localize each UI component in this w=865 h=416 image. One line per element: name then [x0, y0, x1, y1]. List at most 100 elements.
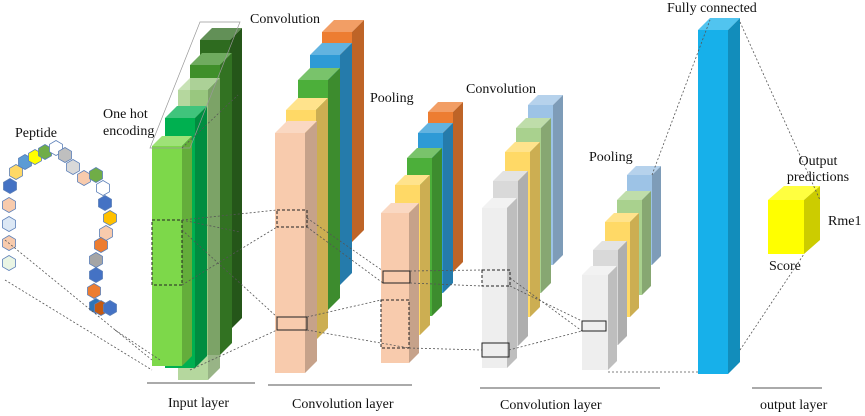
pool2-window [581, 320, 607, 332]
conv2-map-lightgray-top [482, 198, 517, 208]
peptide-residue-13 [89, 167, 103, 183]
pool1-map-green-top [407, 148, 442, 158]
pool1-map-yellow-top [395, 175, 430, 185]
conv1-map-green-top [298, 68, 340, 80]
pool1-map-orange-top [428, 102, 463, 112]
conv2-map-green-side [541, 118, 551, 293]
rme1-label: Rme1 [828, 214, 862, 229]
pool2-map-blue-top [627, 166, 661, 175]
conv2-map-blue-side [553, 95, 563, 265]
onehot-slab-2-side [220, 53, 232, 355]
pool1-map-green-side [432, 148, 442, 316]
connector-peptide-input-b [4, 279, 153, 371]
pool1-map-salmon [381, 203, 419, 363]
input-layer-block [152, 136, 192, 366]
peptide-residue-11 [66, 159, 80, 175]
peptide-residue-10 [58, 147, 72, 163]
onehot-slab-3-side [208, 78, 220, 380]
conv1-map-salmon-top [275, 121, 317, 133]
pool1-window-bottom [380, 299, 410, 349]
pool2-map-yellow-top [605, 213, 639, 222]
fully-connected-block [698, 18, 740, 374]
pool1-map-yellow-side [420, 175, 430, 335]
connector-pool1-conv2-a [409, 269, 483, 272]
peptide-residue-2 [2, 216, 16, 232]
conv2-map-gray-top [493, 171, 528, 181]
pooling-label-2: Pooling [589, 150, 633, 165]
conv1-map-green-side [328, 68, 340, 310]
output-layer-label: output layer [760, 398, 828, 413]
connector-onehot-a [181, 94, 239, 149]
input-layer-block-top [152, 136, 192, 146]
pool1-window-top [382, 270, 411, 284]
onehot-slab-3-top [178, 78, 220, 90]
pooling-label-1: Pooling [370, 91, 414, 106]
peptide-residue-12 [77, 170, 91, 186]
connector-peptide-input-c [114, 329, 161, 361]
connector-fc-output-a [739, 21, 821, 201]
one-hot-label-line1: One hot [103, 107, 148, 122]
conv1-map-blue-side [340, 43, 352, 285]
conv2-map-lightgray [482, 198, 517, 368]
output-predictions-label-line2: predictions [786, 170, 850, 185]
conv1-map-yellow-top [286, 98, 328, 110]
pool1-map-salmon-top [381, 203, 419, 213]
connector-conv2-pool2-b [509, 277, 583, 332]
input-layer-label: Input layer [168, 396, 230, 411]
fully-connected-block-side [728, 18, 740, 374]
conv2-map-lightgray-side [507, 198, 517, 368]
connector-input-conv1-c [181, 229, 278, 318]
peptide-residue-3 [2, 197, 16, 213]
onehot-outline [149, 21, 241, 149]
connector-conv2-pool2-a [509, 285, 583, 322]
conv1-map-orange-top [322, 20, 364, 32]
pool2-map-green-top [617, 191, 651, 200]
peptide-residue-19 [89, 252, 103, 268]
pool2-map-yellow-side [630, 213, 639, 317]
peptide-residue-15 [98, 195, 112, 211]
onehot-slab-2-top [190, 53, 232, 65]
connector-pool1-conv2-b [409, 282, 483, 287]
peptide-residue-4 [3, 178, 17, 194]
conv2-map-green-top [516, 118, 551, 128]
conv1-map-salmon [275, 121, 317, 373]
pool2-map-green-side [642, 191, 651, 295]
output-prediction-cube-front [768, 200, 804, 254]
conv1-window-top [276, 209, 308, 228]
conv2-map-yellow-side [530, 142, 540, 317]
onehot-slab-4-top [165, 106, 207, 118]
convolution-label-2: Convolution [466, 82, 537, 97]
peptide-residue-0 [2, 255, 16, 271]
output-prediction-cube-top [768, 186, 820, 200]
onehot-slab-4-side [195, 106, 207, 368]
connector-fc-output-b [739, 253, 805, 351]
onehot-slab-1-top [200, 28, 242, 40]
fully-connected-block-front [698, 30, 728, 374]
conv1-map-yellow-side [316, 98, 328, 340]
pool2-map-gray-top [593, 241, 627, 250]
peptide-residue-24 [103, 300, 117, 316]
convolution-layer-label-2: Convolution layer [500, 398, 602, 413]
score-label: Score [769, 259, 801, 274]
pool2-map-lightgray-side [608, 266, 617, 370]
conv2-map-blue-top [528, 95, 563, 105]
connector-conv1-pool1-a [306, 217, 384, 272]
connector-pool2-fc-a [651, 19, 711, 176]
input-layer-block-side [182, 136, 192, 366]
output-prediction-cube-side [804, 186, 820, 254]
connector-conv2-pool2-c [508, 330, 583, 351]
fully-connected-block-top [698, 18, 740, 30]
peptide-residue-14 [96, 180, 110, 196]
onehot-slab-1-side [230, 28, 242, 330]
input-window-box [151, 219, 183, 286]
output-prediction-cube [768, 186, 820, 254]
one-hot-label-line2: encoding [103, 124, 155, 139]
conv1-map-salmon-side [305, 121, 317, 373]
conv2-map-lightgray-front [482, 208, 507, 368]
peptide-residue-16 [103, 210, 117, 226]
convolution-label-1: Convolution [250, 12, 321, 27]
connector-onehot-b [181, 219, 241, 233]
peptide-residue-21 [87, 283, 101, 299]
connector-peptide-input-a [4, 239, 153, 361]
